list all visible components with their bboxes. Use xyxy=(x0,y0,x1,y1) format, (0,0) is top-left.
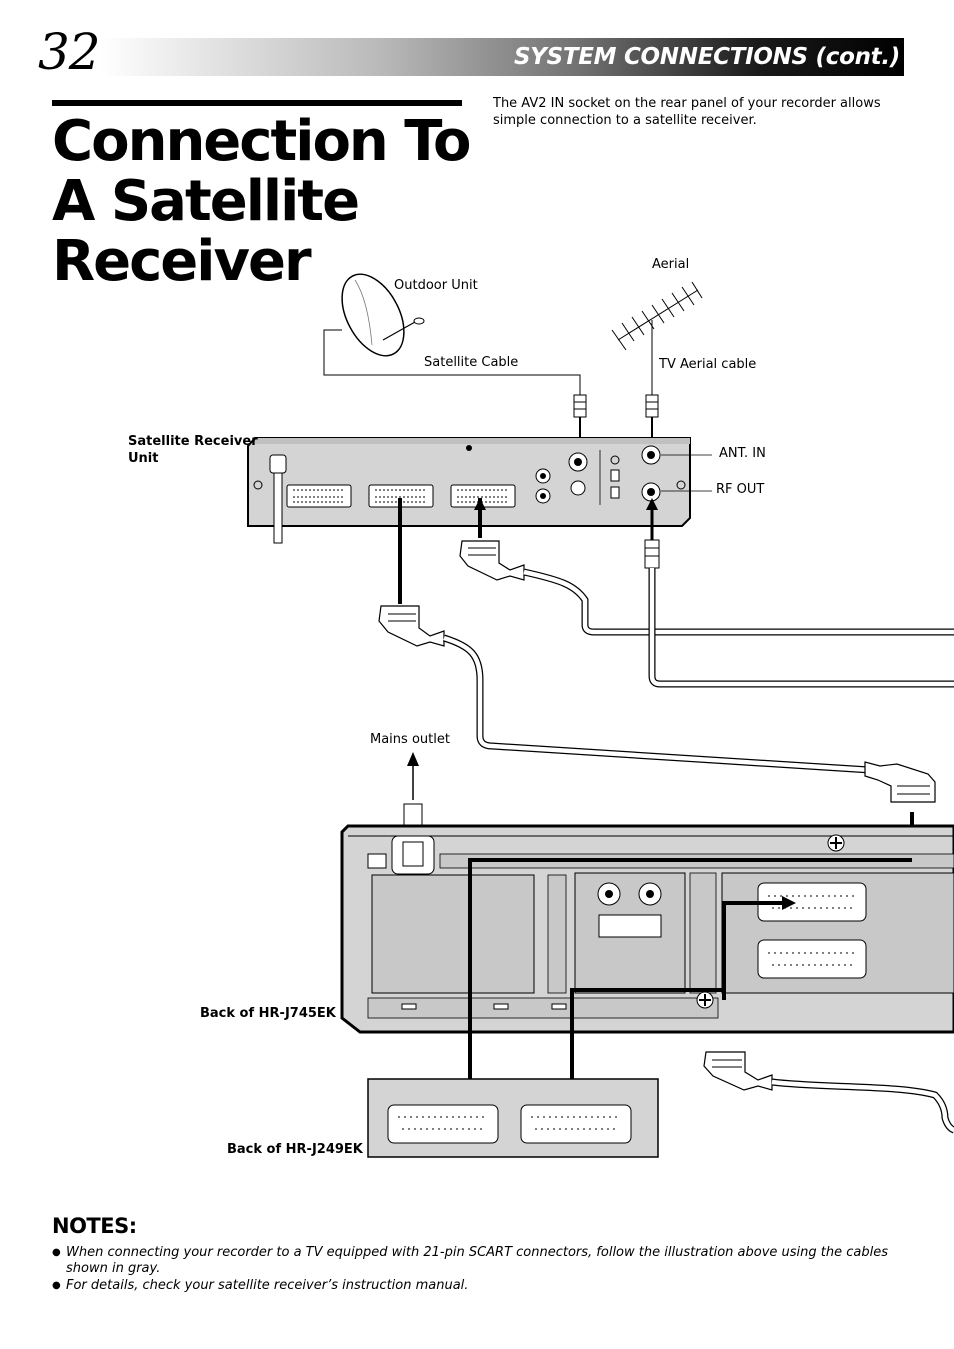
aerial-label: Aerial xyxy=(652,257,690,272)
outdoor-unit-label: Outdoor Unit xyxy=(394,278,478,293)
note-item: When connecting your recorder to a TV eq… xyxy=(52,1245,892,1277)
title-rule xyxy=(52,100,462,106)
tv-aerial-cable-label: TV Aerial cable xyxy=(659,357,757,372)
vcr-back-hr-j249ek xyxy=(367,1078,659,1158)
scart-plug-icon xyxy=(378,605,445,647)
intro-paragraph: The AV2 IN socket on the rear panel of y… xyxy=(493,96,881,128)
satellite-receiver-unit xyxy=(247,437,712,544)
page-number: 32 xyxy=(38,23,101,81)
tv-aerial-icon xyxy=(611,281,703,395)
page-title: Connection To A Satellite Receiver xyxy=(52,109,472,294)
hr-j745ek-label: Back of HR-J745EK xyxy=(200,1006,336,1021)
mains-outlet-label: Mains outlet xyxy=(370,732,450,747)
notes-heading: NOTES: xyxy=(52,1214,137,1238)
vcr-back-hr-j745ek xyxy=(340,824,954,1034)
scart-plug-right-icon xyxy=(864,761,936,803)
note-item: For details, check your satellite receiv… xyxy=(52,1278,892,1294)
satellite-cable-label: Satellite Cable xyxy=(424,355,519,370)
hr-j249ek-label: Back of HR-J249EK xyxy=(227,1142,363,1157)
section-title: SYSTEM CONNECTIONS (cont.) xyxy=(514,44,900,70)
header-gradient-bar xyxy=(100,38,904,76)
satellite-receiver-label-line1: Satellite Receiver xyxy=(128,434,258,449)
gray-scart-plug-icon xyxy=(459,540,525,581)
rf-out-label: RF OUT xyxy=(716,482,765,497)
ant-in-label: ANT. IN xyxy=(719,446,766,461)
bottom-scart-plug-icon xyxy=(703,1051,773,1091)
satellite-dish-icon xyxy=(323,273,581,395)
notes-list: When connecting your recorder to a TV eq… xyxy=(52,1245,892,1295)
satellite-receiver-label-line2: Unit xyxy=(128,451,159,466)
